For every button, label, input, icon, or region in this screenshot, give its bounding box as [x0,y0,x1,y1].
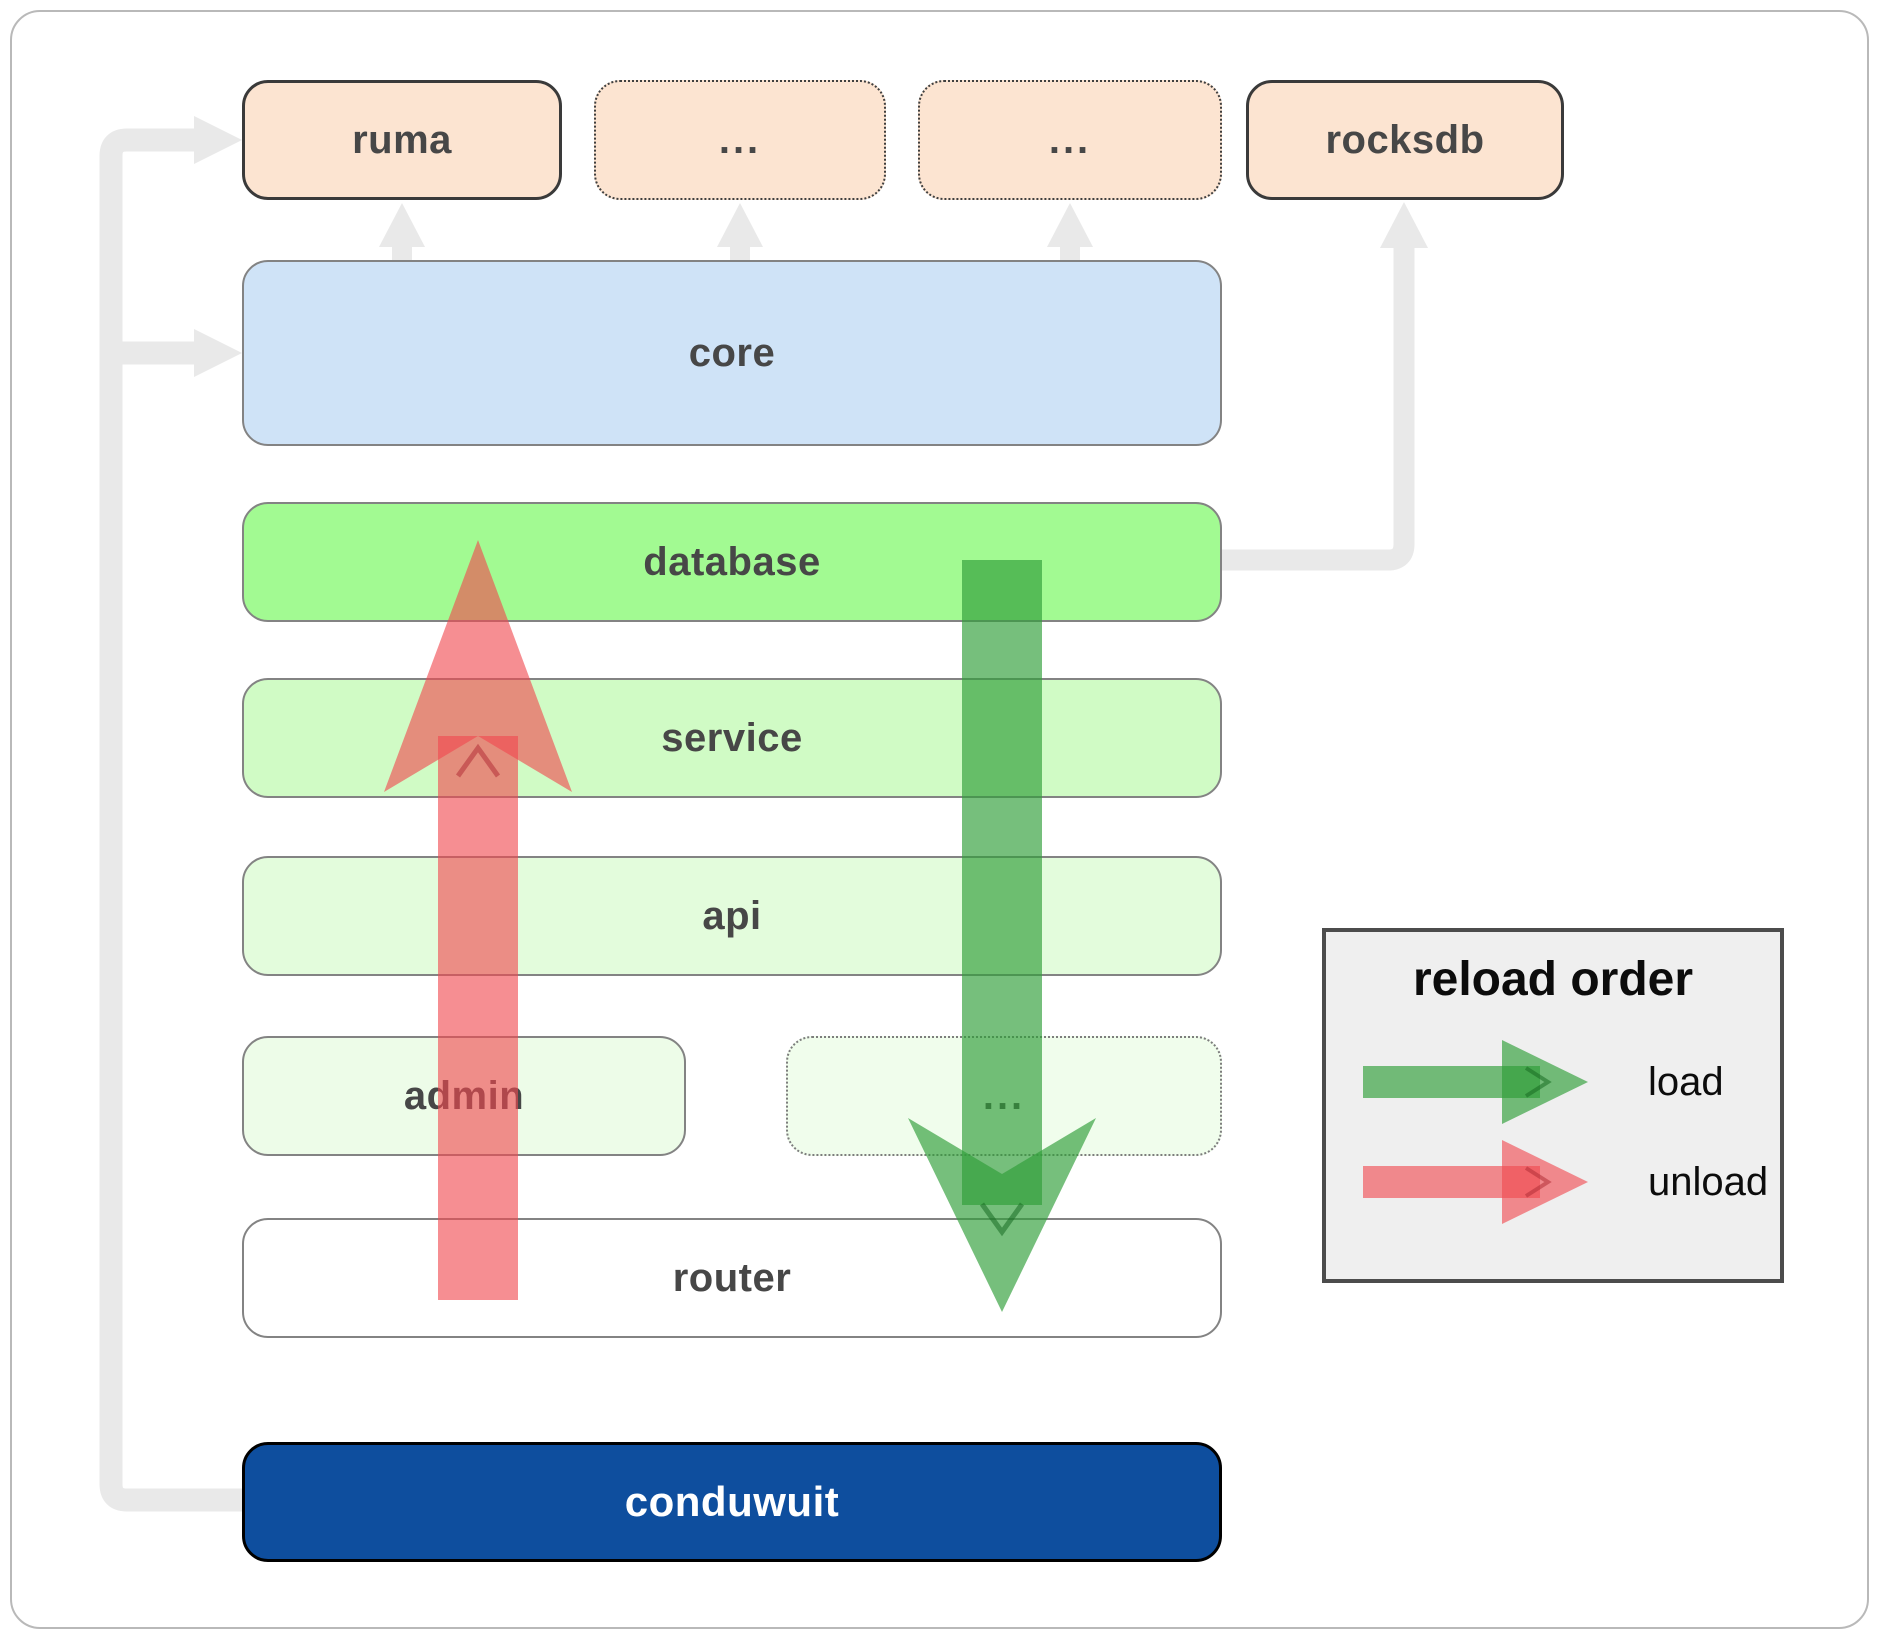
wire-conduwuit-to-ruma [99,128,242,1512]
legend-unload-arrow-icon [1363,1140,1588,1224]
arrowhead-core-to-ellipsis1 [717,203,763,247]
node-ellipsis-top-1-label: ... [718,117,762,162]
node-router-label: router [672,1255,792,1300]
legend-unload-label: unload [1648,1159,1769,1204]
node-api: api [242,856,1222,976]
arrowhead-core-to-ruma [379,203,425,247]
node-ruma-label: ruma [352,117,452,162]
node-ruma: ruma [242,80,562,200]
node-core: core [242,260,1222,446]
arrowhead-into-ruma [194,116,242,164]
unload-arrow-icon [384,540,572,1300]
node-database: database [242,502,1222,622]
node-conduwuit-label: conduwuit [624,1478,840,1525]
node-rocksdb: rocksdb [1246,80,1564,200]
node-ellipsis-top-2: ... [918,80,1222,200]
legend-title: reload order [1412,953,1694,1006]
legend-box [1322,928,1784,1283]
diagram-outer-frame [10,10,1869,1629]
node-database-label: database [643,539,821,584]
node-service-label: service [661,715,803,760]
node-api-label: api [702,893,762,938]
wire-database-to-rocksdb [1222,246,1415,571]
node-router: router [242,1218,1222,1338]
node-ellipsis-top-2-label: ... [1048,117,1092,162]
arrowhead-into-rocksdb [1380,202,1428,248]
load-arrow-icon [908,560,1096,1312]
node-ellipsis-top-1: ... [594,80,886,200]
node-core-label: core [688,330,776,375]
arrowhead-core-to-ellipsis2 [1047,203,1093,247]
arrowhead-into-core [194,329,242,377]
legend-load-arrow-icon [1363,1040,1588,1124]
node-conduwuit: conduwuit [242,1442,1222,1562]
node-rocksdb-label: rocksdb [1325,117,1485,162]
legend-load-label: load [1648,1059,1724,1104]
